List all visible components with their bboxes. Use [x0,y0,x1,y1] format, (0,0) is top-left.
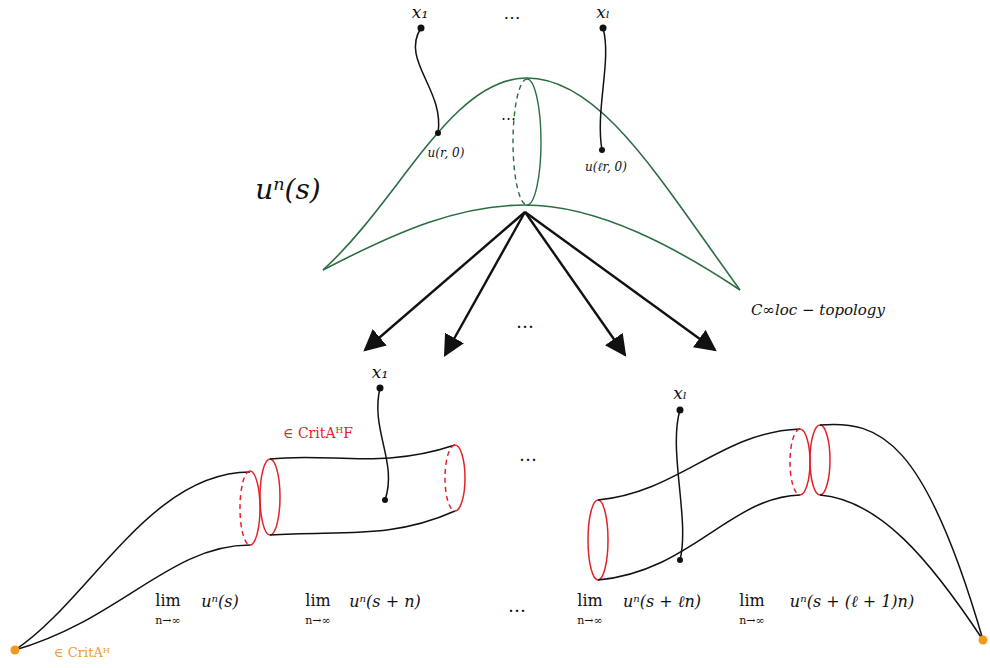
orbit-circle [270,459,280,535]
puncture-label: x₁ [372,364,388,381]
cylinder-outline [15,545,250,650]
map-label: uⁿ(s) [255,176,321,204]
orbit-circle [455,445,465,511]
puncture-label: xₗ [673,385,687,402]
orbit-circle [800,429,810,495]
surface-circle [527,79,541,205]
puncture-label: xₗ [596,4,610,21]
cylinder-outline [270,445,455,459]
surface-circle [513,79,527,205]
marked-point [677,557,683,563]
cylinder-outline [598,429,800,500]
orbit-circle [820,425,830,495]
cylinder-outline [820,495,983,640]
ellipsis: … [508,597,526,615]
limit-operator: lim [577,593,602,609]
convergence-arrow [365,212,525,350]
critical-label: ∈ CritAᴴ [54,646,110,659]
cylinder-outline [598,495,800,580]
convergence-arrow [525,212,625,355]
marked-point [382,497,388,503]
convergence-arrow [525,212,715,350]
ellipsis: … [504,5,521,22]
limit-operator: lim [739,593,764,609]
orbit-circle [790,429,800,495]
puncture-strand [600,28,605,150]
puncture-point [677,407,684,414]
puncture-strand [378,388,389,500]
orbit-circle [260,459,270,535]
orbit-circle [598,500,608,580]
limit-index: n→∞ [305,615,330,626]
limit-operator: lim [305,593,330,609]
marked-point [435,130,441,136]
puncture-point [418,25,425,32]
ellipsis: … [519,446,537,464]
cylinder-outline [15,472,250,650]
ellipsis: ⋯ [501,111,516,126]
limit-index: n→∞ [577,615,602,626]
orbit-circle [588,500,598,580]
puncture-point [377,385,384,392]
puncture-label: x₁ [412,4,428,21]
limit-term: uⁿ(s + n) [349,594,420,610]
ellipsis: … [516,313,534,331]
limit-term: uⁿ(s) [201,594,238,610]
limit-term: uⁿ(s + (ℓ + 1)n) [790,594,914,610]
orbit-circle [250,471,260,545]
limit-term: uⁿ(s + ℓn) [623,594,701,610]
puncture-strand [676,410,682,560]
orbit-circle [240,471,250,545]
convergence-arrow [445,212,525,355]
limit-operator: lim [155,593,180,609]
limit-index: n→∞ [739,615,764,626]
limit-index: n→∞ [155,615,180,626]
puncture-point [600,25,607,32]
critical-point [11,646,20,655]
surface-outline [323,78,740,290]
puncture-strand [415,28,438,133]
point-label: u(r, 0) [428,147,465,159]
orbit-circle [810,425,820,495]
cylinder-outline [270,511,455,535]
topology-note: C∞loc − topology [751,303,885,318]
point-label: u(ℓr, 0) [585,161,627,173]
critical-point [979,636,988,645]
marked-point [599,147,605,153]
orbit-label: ∈ CritAᴴF [283,426,353,440]
orbit-circle [445,445,455,511]
